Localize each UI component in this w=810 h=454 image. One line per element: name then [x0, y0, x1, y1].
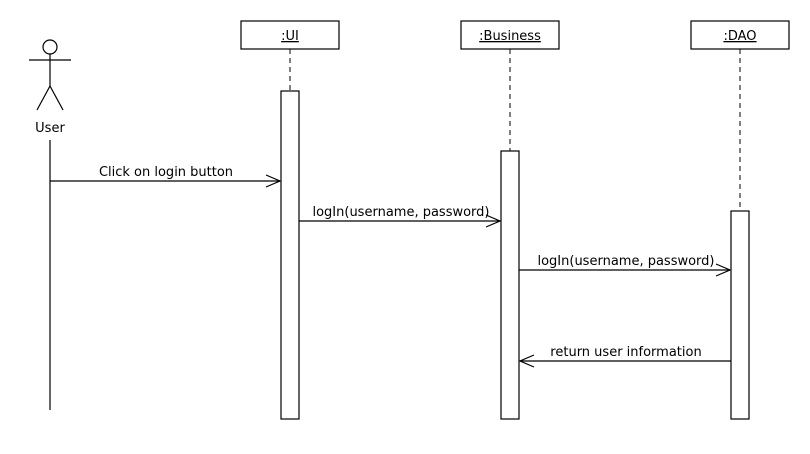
- actor-left-leg: [36, 85, 51, 111]
- actor-right-leg: [49, 85, 64, 111]
- lifeline-dao: :DAO: [690, 20, 790, 420]
- lifeline-business: :Business: [460, 20, 560, 420]
- activation-business: [500, 150, 520, 420]
- actor-user: User: [29, 39, 71, 410]
- message-label: logIn(username, password): [312, 205, 489, 220]
- lifeline-ui-head: [240, 20, 340, 50]
- message-click-login: Click on login button: [50, 165, 282, 188]
- actor-label: User: [35, 121, 65, 136]
- message-label: logIn(username, password): [537, 254, 714, 269]
- open-arrowhead-icon: [485, 214, 502, 228]
- lifeline-business-label: :Business: [479, 29, 541, 44]
- message-label: return user information: [550, 345, 701, 360]
- actor-head: [42, 39, 58, 55]
- lifeline-ui: :UI: [240, 20, 340, 420]
- lifeline-dao-label: :DAO: [723, 29, 756, 44]
- activation-dao: [730, 210, 750, 420]
- lifeline-business-head: [460, 20, 560, 50]
- open-arrowhead-icon: [715, 263, 732, 277]
- message-login-dao: logIn(username, password): [519, 254, 732, 277]
- activation-ui: [280, 90, 300, 420]
- open-arrowhead-icon: [265, 174, 282, 188]
- message-return-user-info: return user information: [518, 345, 731, 368]
- open-arrowhead-icon: [518, 354, 535, 368]
- lifeline-ui-label: :UI: [281, 29, 299, 44]
- message-label: Click on login button: [99, 165, 233, 180]
- message-login-business: logIn(username, password): [299, 205, 502, 228]
